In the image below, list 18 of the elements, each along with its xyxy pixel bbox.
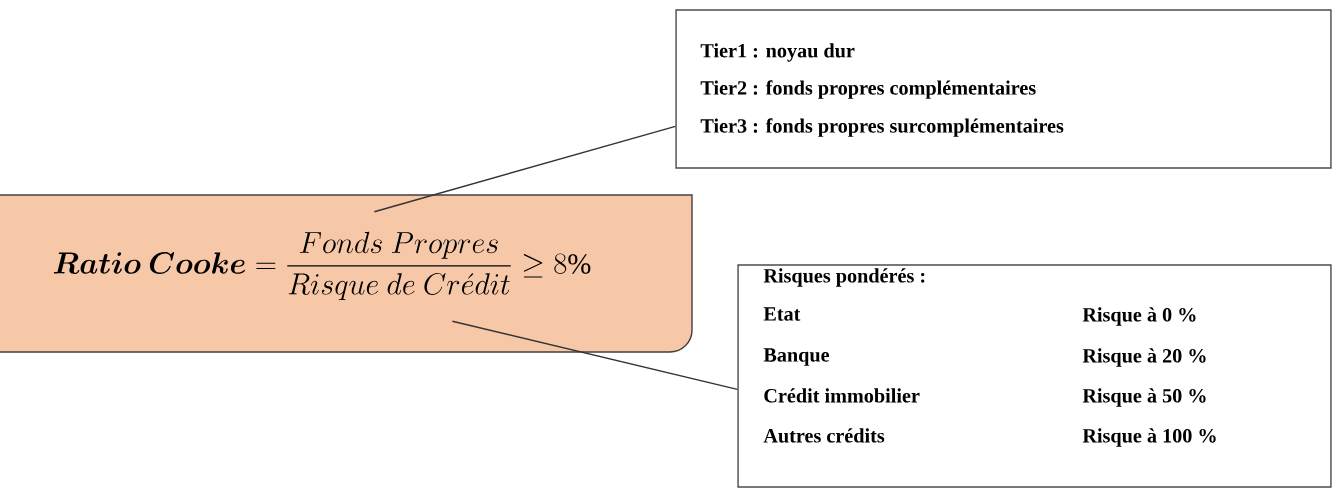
text-line: Banque — [763, 348, 830, 366]
text-line: Crédit immobilier — [764, 388, 920, 403]
text-line: Risques pondérés : — [763, 268, 925, 287]
text-box — [737, 264, 1332, 488]
text-line: Risque à 50 % — [1082, 388, 1206, 407]
formula: $\bm{Ratio\ Cooke} = \frac{Fonds\ Propres}{Risque\ de\ Cr\acute{e}dit} \geq 8\%$ — [53, 231, 591, 301]
text-line: Tier1 : noyau dur — [700, 43, 855, 62]
leader-line — [373, 125, 677, 213]
text-line: Autres crédits — [763, 428, 885, 443]
text-line: Risque à 100 % — [1082, 428, 1216, 447]
text-box — [675, 9, 1332, 169]
text-line: Risque à 20 % — [1082, 348, 1206, 367]
leader-line — [451, 320, 739, 390]
text-line: Risque à 0 % — [1082, 307, 1196, 326]
text-line: Tier3 : fonds propres surcomplémentaires — [700, 118, 1064, 137]
text-line: Etat — [763, 307, 801, 321]
text-line: Tier2 : fonds propres complémentaires — [700, 80, 1036, 99]
formula-box — [0, 194, 693, 353]
